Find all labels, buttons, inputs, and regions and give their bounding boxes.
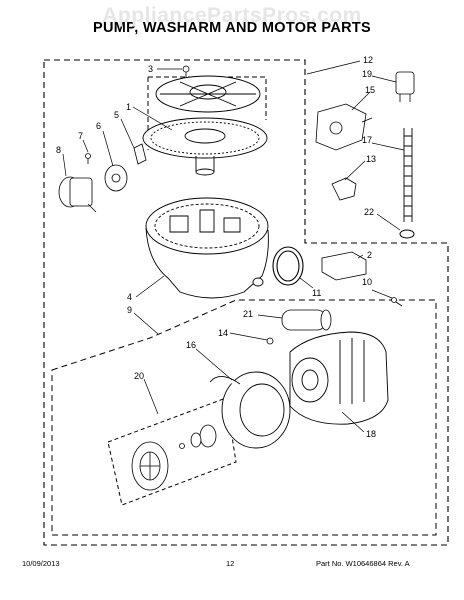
part-22-clamp — [399, 229, 415, 239]
callout-22: 22 — [364, 207, 374, 217]
callout-12: 12 — [363, 55, 373, 65]
part-16-housing — [209, 371, 291, 449]
callout-3: 3 — [148, 64, 153, 74]
callout-20: 20 — [134, 371, 144, 381]
part-6-diverter — [104, 164, 128, 192]
assembly-boundary — [43, 59, 449, 546]
part-18-pump-motor — [289, 331, 389, 425]
callout-13: 13 — [366, 154, 376, 164]
part-20-impeller — [131, 424, 217, 491]
callout-11: 11 — [312, 288, 321, 298]
part-13-bracket — [331, 177, 357, 201]
part-8-motor — [58, 176, 97, 213]
item-20-box — [107, 397, 237, 506]
callout-14: 14 — [218, 328, 228, 338]
footer-part-number: Part No. W10646864 Rev. A — [316, 559, 410, 568]
callout-9: 9 — [127, 305, 132, 315]
callout-10: 10 — [362, 277, 372, 287]
callout-5: 5 — [114, 110, 119, 120]
footer-date: 10/09/2013 — [22, 559, 60, 568]
part-15-heater-assembly — [315, 103, 373, 151]
callout-4: 4 — [127, 292, 132, 302]
part-11-gasket — [272, 246, 304, 286]
callout-1: 1 — [126, 102, 131, 112]
part-4-sump — [145, 197, 269, 299]
callout-2: 2 — [367, 250, 372, 260]
part-17-hose — [403, 128, 413, 222]
part-2-cover — [321, 251, 367, 281]
part-21-component — [281, 309, 332, 331]
motor-group-boundary — [51, 299, 437, 536]
callout-6: 6 — [96, 121, 101, 131]
part-14-nut — [266, 337, 274, 345]
callout-8: 8 — [56, 145, 61, 155]
callout-19: 19 — [362, 69, 372, 79]
callout-7: 7 — [78, 131, 83, 141]
part-5-clip — [133, 143, 147, 165]
callout-15: 15 — [365, 85, 375, 95]
part-19-sensor — [395, 71, 415, 102]
diagram-title: PUMP, WASHARM AND MOTOR PARTS — [92, 20, 372, 36]
callout-labels: 3 1 5 6 7 8 4 9 11 2 10 12 19 15 17 13 2… — [56, 55, 376, 439]
callout-18: 18 — [366, 429, 376, 439]
footer-page-number: 12 — [226, 559, 235, 568]
callout-21: 21 — [243, 309, 253, 319]
callout-16: 16 — [186, 340, 196, 350]
part-7-screw — [85, 153, 91, 164]
part-10-screw — [391, 297, 403, 307]
part-1-washarm-cover — [142, 75, 268, 176]
callout-17: 17 — [362, 135, 372, 145]
part-3-screw — [182, 65, 190, 78]
